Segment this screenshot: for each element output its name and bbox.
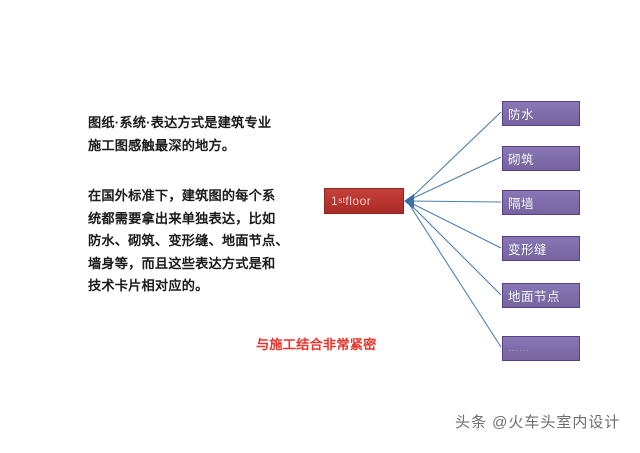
connector-line-1 <box>408 156 502 201</box>
text-column: 图纸·系统·表达方式是建筑专业 施工图感触最深的地方。 在国外标准下，建筑图的每… <box>88 112 320 298</box>
red-emphasis-note: 与施工结合非常紧密 <box>256 337 377 352</box>
connector-line-4 <box>408 202 502 296</box>
arrowhead-icon <box>404 194 414 209</box>
watermark-attribution: 头条 @火车头室内设计 <box>455 414 621 431</box>
connector-line-0 <box>408 111 502 201</box>
paragraph-intro: 图纸·系统·表达方式是建筑专业 施工图感触最深的地方。 <box>88 115 272 153</box>
connector-line-5 <box>408 203 502 348</box>
connector-line-3 <box>408 201 502 249</box>
connector-line-2 <box>408 200 502 203</box>
paragraph-detail: 在国外标准下，建筑图的每个系 统都需要拿出来单独表达，比如 防水、砌筑、变形缝、… <box>88 188 289 293</box>
